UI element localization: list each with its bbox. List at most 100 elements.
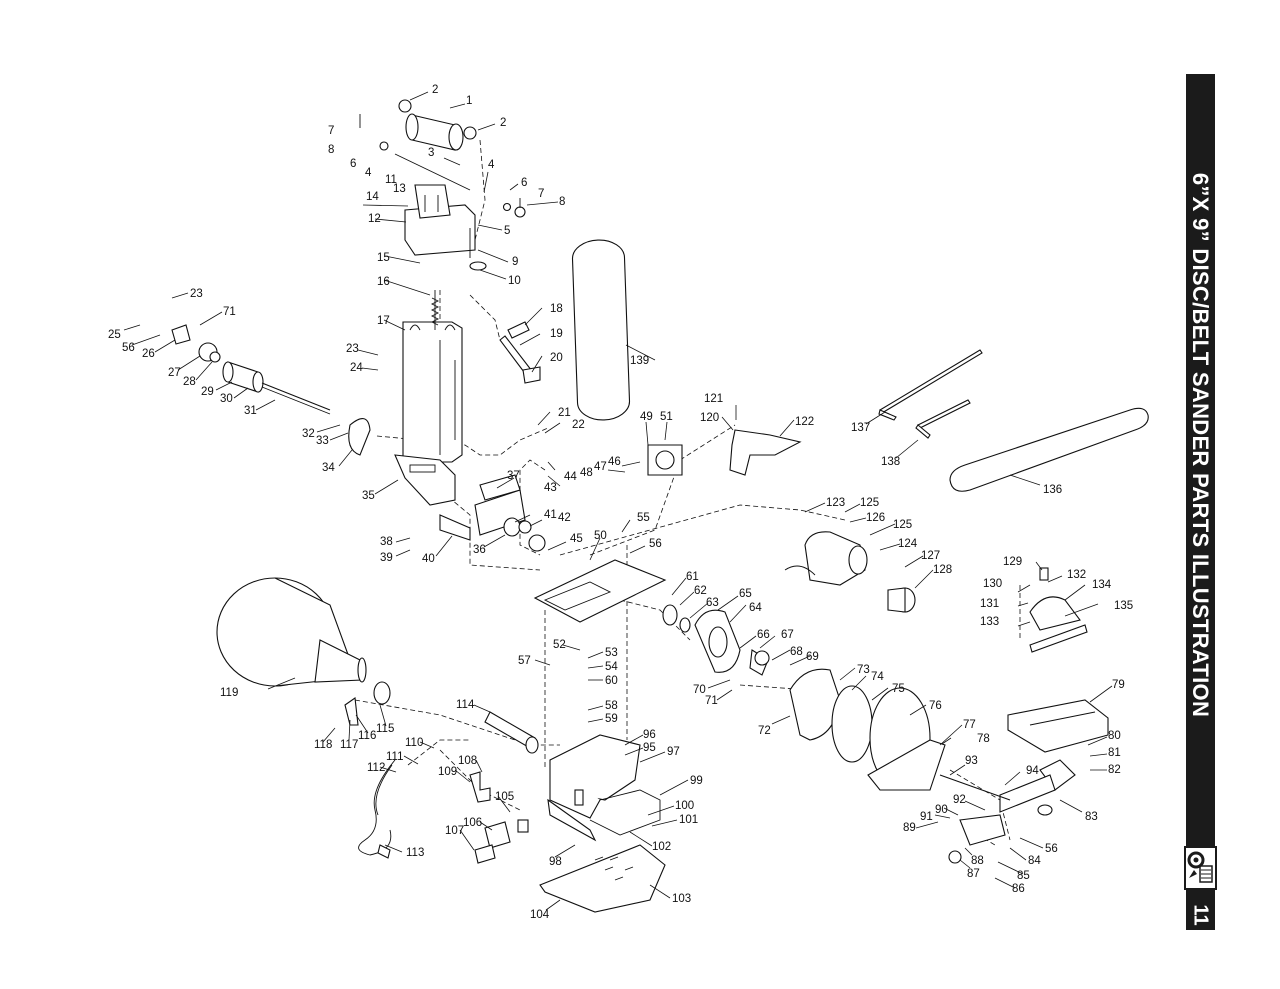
callout-70: 70 — [693, 684, 706, 696]
callout-135: 135 — [1114, 600, 1133, 612]
exploded-parts-diagram: 1 2 2 3 4 4 5 6 6 7 7 8 8 9 10 11 12 13 … — [108, 84, 1149, 921]
callout-71: 71 — [223, 306, 236, 318]
callout-46: 46 — [608, 456, 621, 468]
motor — [216, 577, 391, 726]
callout-90: 90 — [935, 804, 948, 816]
callout-4: 4 — [488, 159, 495, 171]
callout-17: 17 — [377, 315, 390, 327]
callout-123: 123 — [826, 497, 845, 509]
callout-128: 128 — [933, 564, 952, 576]
callout-122: 122 — [795, 416, 814, 428]
callout-7: 7 — [328, 125, 334, 137]
callout-89: 89 — [903, 822, 916, 834]
tracking-bracket — [404, 184, 476, 256]
belt-guard — [729, 429, 802, 476]
callout-97: 97 — [667, 746, 680, 758]
callout-86: 86 — [1012, 883, 1025, 895]
callout-11: 11 — [385, 174, 397, 186]
callout-3: 3 — [428, 147, 434, 159]
callout-7: 7 — [538, 188, 544, 200]
drive-shaft — [484, 711, 539, 754]
callout-137: 137 — [851, 422, 870, 434]
base-cabinet — [547, 734, 661, 842]
callout-labels: 1 2 2 3 4 4 5 6 6 7 7 8 8 9 10 11 12 13 … — [108, 84, 1133, 921]
callout-67: 67 — [781, 629, 794, 641]
callout-106: 106 — [463, 817, 482, 829]
callout-88: 88 — [971, 855, 984, 867]
callout-72: 72 — [758, 725, 771, 737]
callout-64: 64 — [749, 602, 762, 614]
miter-gauge-assembly — [1029, 567, 1088, 653]
callout-132: 132 — [1067, 569, 1086, 581]
callout-119: 119 — [220, 687, 238, 699]
callout-15: 15 — [377, 252, 390, 264]
callout-55: 55 — [637, 512, 650, 524]
callout-87: 87 — [967, 868, 980, 880]
callout-126: 126 — [866, 512, 885, 524]
callout-96: 96 — [643, 729, 656, 741]
callout-37: 37 — [507, 470, 520, 482]
callout-73: 73 — [857, 664, 870, 676]
callout-130: 130 — [983, 578, 1002, 590]
callout-133: 133 — [980, 616, 999, 628]
callout-29: 29 — [201, 386, 214, 398]
callout-58: 58 — [605, 700, 618, 712]
callout-109: 109 — [438, 766, 457, 778]
callout-65: 65 — [739, 588, 752, 600]
callout-51: 51 — [660, 411, 673, 423]
callout-77: 77 — [963, 719, 976, 731]
callout-138: 138 — [881, 456, 900, 468]
callout-79: 79 — [1112, 679, 1125, 691]
callout-40: 40 — [422, 553, 435, 565]
callout-44: 44 — [564, 471, 577, 483]
drive-belt — [949, 407, 1149, 492]
callout-113: 113 — [406, 847, 424, 859]
callout-34: 34 — [322, 462, 335, 474]
callout-76: 76 — [929, 700, 942, 712]
callout-56: 56 — [649, 538, 662, 550]
callout-61: 61 — [686, 571, 699, 583]
callout-1: 1 — [466, 95, 472, 107]
belt-pulley-assembly — [784, 531, 916, 613]
callout-108: 108 — [458, 755, 477, 767]
callout-121: 121 — [704, 393, 723, 405]
callout-110: 110 — [405, 737, 423, 749]
callout-31: 31 — [244, 405, 257, 417]
callout-118: 118 — [314, 739, 332, 751]
callout-91: 91 — [920, 811, 933, 823]
callout-102: 102 — [652, 841, 671, 853]
callout-120: 120 — [700, 412, 719, 424]
callout-100: 100 — [675, 800, 694, 812]
callout-38: 38 — [380, 536, 393, 548]
callout-18: 18 — [550, 303, 563, 315]
callout-125: 125 — [893, 519, 912, 531]
callout-98: 98 — [549, 856, 562, 868]
callout-75: 75 — [892, 683, 905, 695]
callout-13: 13 — [393, 183, 406, 195]
callout-139: 139 — [630, 355, 649, 367]
callout-48: 48 — [580, 467, 593, 479]
callout-104: 104 — [530, 909, 550, 921]
callout-85: 85 — [1017, 870, 1030, 882]
callout-54: 54 — [605, 661, 618, 673]
callout-101: 101 — [679, 814, 698, 826]
callout-14: 14 — [366, 191, 379, 203]
callout-116: 116 — [358, 730, 376, 742]
callout-136: 136 — [1043, 484, 1062, 496]
callout-35: 35 — [362, 490, 375, 502]
callout-6: 6 — [521, 177, 527, 189]
callout-24: 24 — [350, 362, 363, 374]
miter-gauge — [939, 774, 1011, 864]
callout-23: 23 — [346, 343, 359, 355]
callout-8: 8 — [559, 196, 565, 208]
base-plate — [539, 844, 666, 913]
work-table — [999, 699, 1109, 816]
callout-78: 78 — [977, 733, 990, 745]
title-sidebar — [1186, 74, 1215, 930]
callout-93: 93 — [965, 755, 978, 767]
power-cord — [358, 759, 396, 859]
table-plate — [533, 559, 667, 623]
callout-74: 74 — [871, 671, 884, 683]
top-hardware — [359, 114, 526, 330]
callout-16: 16 — [377, 276, 390, 288]
